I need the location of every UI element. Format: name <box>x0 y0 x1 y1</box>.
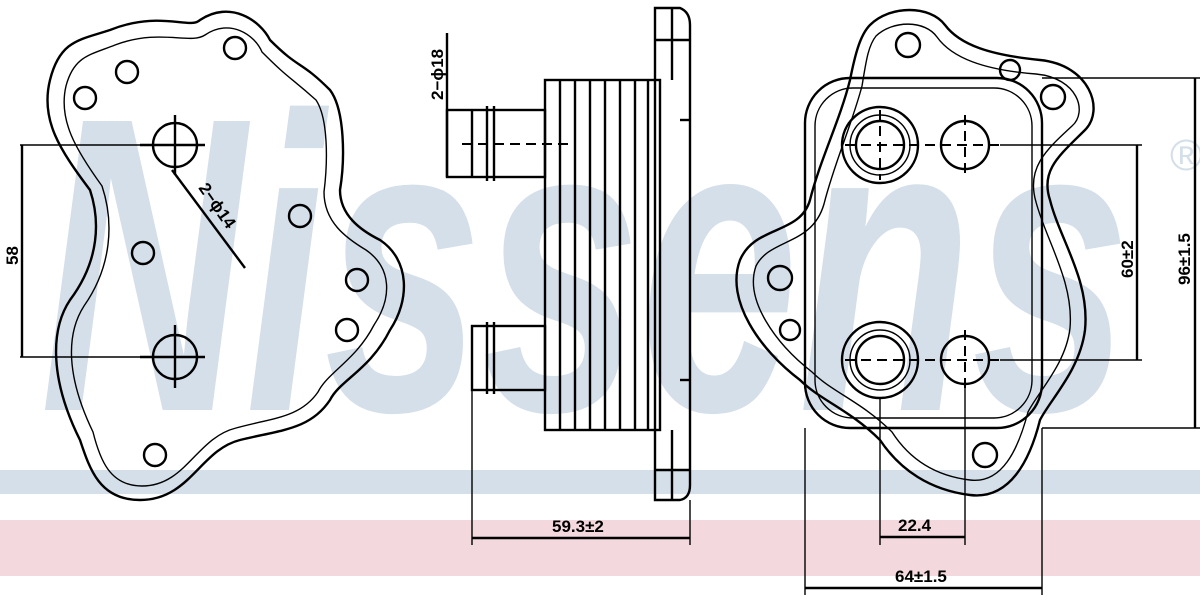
rear-port-holes <box>840 105 1000 400</box>
watermark-pink-band <box>0 520 1200 576</box>
height-label: 96±1.5 <box>1175 233 1194 285</box>
flange <box>653 6 692 502</box>
front-port-spacing-label: 58 <box>3 246 22 265</box>
mounting-holes <box>72 35 370 468</box>
rear-view: 60±2 96±1.5 22.4 64±1.5 <box>735 8 1200 595</box>
watermark: Nissens ® <box>0 31 1200 576</box>
port-offset-label: 22.4 <box>898 516 932 535</box>
tube-callout-label: 2−ϕ18 <box>428 49 447 100</box>
depth-label: 59.3±2 <box>552 517 604 536</box>
width-label: 64±1.5 <box>895 567 947 586</box>
port-holes <box>140 115 205 388</box>
core-plate <box>803 76 1044 430</box>
watermark-logo: Nissens <box>40 31 1130 500</box>
finned-body <box>543 78 662 432</box>
side-view: 2−ϕ18 59.3±2 <box>428 6 692 545</box>
port-spacing-label: 60±2 <box>1118 240 1137 278</box>
rear-mounting-holes <box>766 31 1067 469</box>
hole-leader-line <box>171 169 246 269</box>
